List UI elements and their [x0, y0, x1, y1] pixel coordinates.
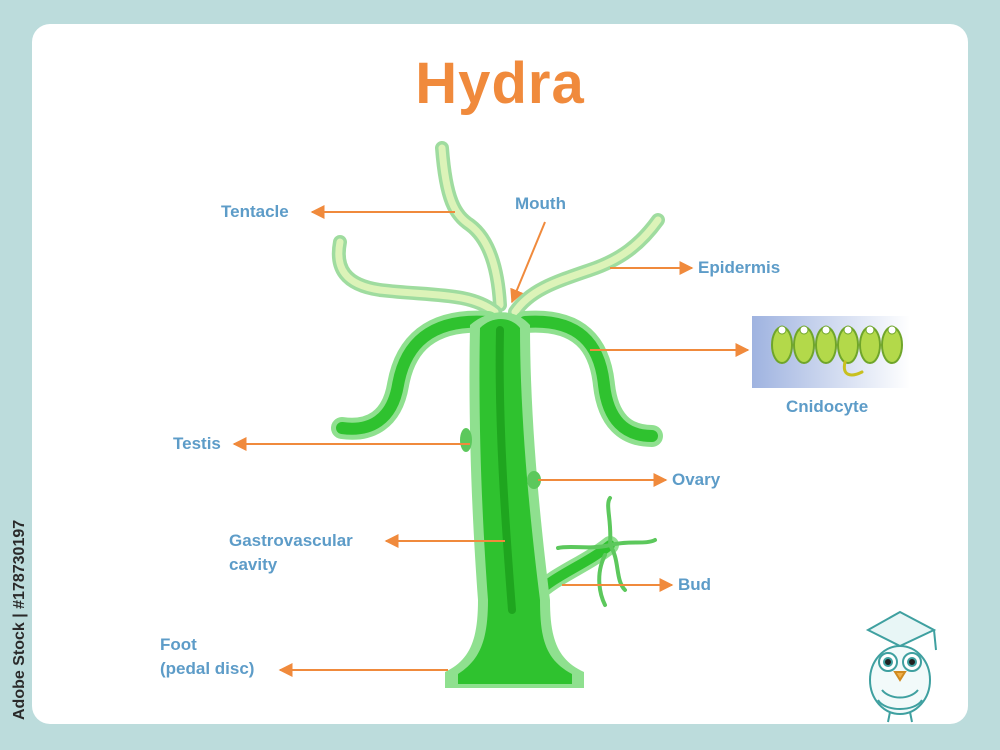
label-gastrovascular: Gastrovascular — [229, 531, 353, 550]
label-cnidocyte: Cnidocyte — [786, 397, 869, 416]
label-epidermis: Epidermis — [698, 258, 781, 277]
testis-swelling — [460, 428, 472, 452]
label-bud: Bud — [678, 575, 712, 594]
page-title: Hydra — [415, 51, 585, 116]
ovary-swelling — [527, 471, 541, 489]
hydra-tentacles — [331, 141, 665, 319]
label-foot: Foot — [160, 635, 197, 654]
label-tentacle: Tentacle — [221, 202, 289, 221]
stock-watermark: Adobe Stock | #178730197 — [11, 519, 28, 721]
label-ovary: Ovary — [672, 470, 721, 489]
hydra-bud — [526, 496, 657, 607]
cnidocyte-cells — [771, 325, 903, 377]
label-gastrovascular-cavity: cavity — [229, 555, 278, 574]
hydra-body — [445, 312, 584, 688]
arrow-mouth — [510, 221, 546, 304]
cnidocyte-inset — [752, 316, 910, 388]
label-testis: Testis — [173, 434, 221, 453]
owl-graduate-icon — [865, 610, 937, 723]
label-arrows — [232, 205, 750, 677]
label-mouth: Mouth — [515, 194, 566, 213]
label-pedal-disc: (pedal disc) — [160, 659, 255, 678]
hydra-arms — [331, 310, 663, 447]
